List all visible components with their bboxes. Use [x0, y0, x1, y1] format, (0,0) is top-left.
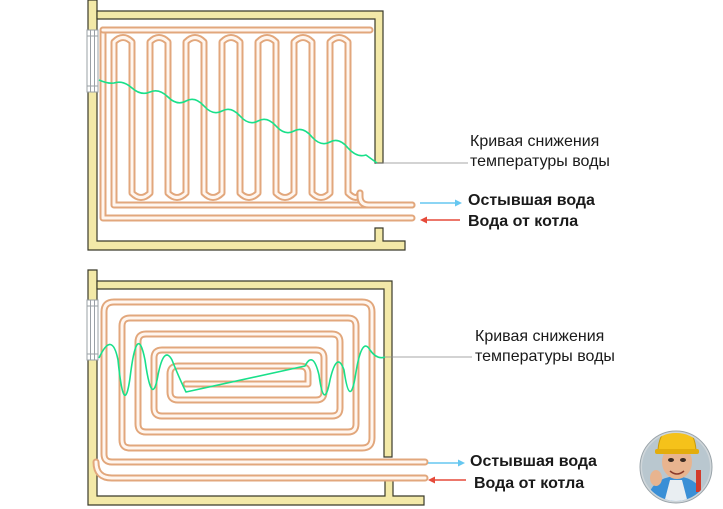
top-cold-arrow: [420, 199, 462, 207]
bottom-temperature-curve: [98, 343, 386, 396]
top-temperature-curve: [98, 79, 378, 164]
top-curve-label-line2: температуры воды: [470, 153, 610, 170]
top-hot-water-label: Вода от котла: [468, 213, 579, 230]
top-room-walls: [87, 0, 406, 251]
bottom-window: [86, 299, 99, 361]
bottom-curve-label-line2: температуры воды: [475, 348, 615, 365]
top-room: [86, 0, 468, 251]
top-wall-top-right: [96, 10, 384, 164]
top-curve-label-line1: Кривая снижения: [470, 133, 600, 150]
bottom-heating-pipe: [92, 298, 429, 482]
bottom-wall-top-right: [96, 280, 393, 458]
bottom-cold-arrow: [428, 459, 465, 467]
top-heating-pipe: [99, 26, 416, 222]
bottom-room: [86, 269, 472, 506]
bottom-hot-arrow: [428, 476, 466, 484]
top-window: [86, 29, 99, 93]
top-wall-left: [87, 0, 406, 251]
top-cold-water-label: Остывшая вода: [468, 192, 595, 209]
top-hot-arrow: [420, 216, 460, 224]
bottom-hot-water-label: Вода от котла: [474, 475, 585, 492]
bottom-cold-water-label: Остывшая вода: [470, 453, 597, 470]
bottom-curve-label-line1: Кривая снижения: [475, 328, 605, 345]
builder-avatar-icon: [639, 430, 713, 504]
